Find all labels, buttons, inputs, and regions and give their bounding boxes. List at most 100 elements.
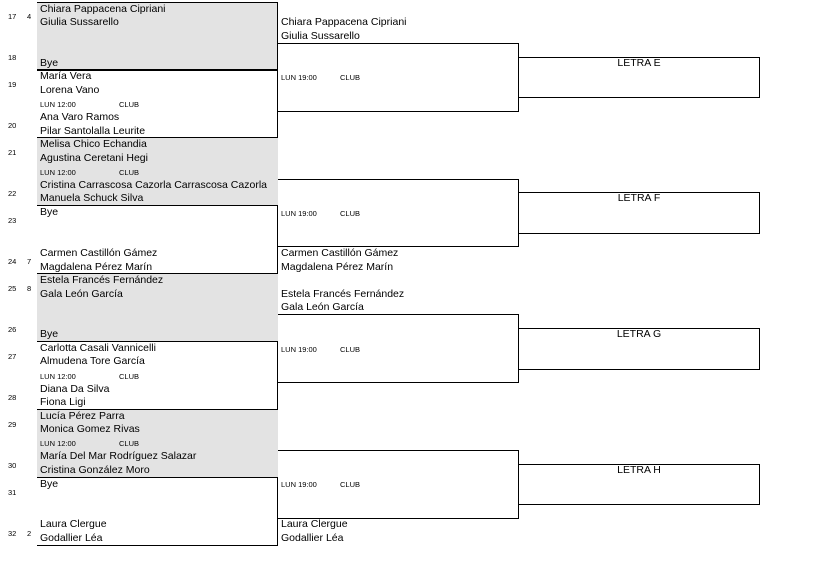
bracket-line [37,341,278,342]
row-number: 29 [8,420,17,429]
shaded-block [37,274,278,341]
next-round-label: LETRA H [617,464,661,476]
bracket-line [37,545,278,546]
row-number: 19 [8,80,17,89]
next-round-label: LETRA F [617,192,661,204]
player-name: Agustina Ceretani Hegi [40,152,148,164]
bracket-line [519,233,760,234]
row-number: 32 [8,529,17,538]
match-time: LUN 12:00 [40,372,76,381]
bracket-line [37,273,278,274]
seed-number: 8 [27,284,32,293]
match-time: LUN 19:00 [281,480,317,489]
row-number: 24 [8,257,17,266]
bracket-line [277,205,278,274]
match-venue: CLUB [119,439,140,448]
match-time: LUN 19:00 [281,209,317,218]
player-name: Chiara Pappacena Cipriani [40,3,166,15]
player-name: Lucía Pérez Parra [40,410,125,422]
bracket-line [519,369,760,370]
seed-number: 4 [27,12,32,21]
match-time: LUN 12:00 [40,168,76,177]
bracket-line [519,97,760,98]
match-time: LUN 12:00 [40,439,76,448]
match-venue: CLUB [119,168,140,177]
bracket-line [277,70,278,138]
player-name: María Del Mar Rodríguez Salazar [40,450,197,462]
bracket-line [519,328,760,329]
player-name: Godallier Léa [40,532,103,544]
match-venue: CLUB [119,372,140,381]
shaded-block [37,410,278,477]
row-number: 18 [8,53,17,62]
player-name: Chiara Pappacena Cipriani [281,16,407,28]
bracket-line [277,477,278,546]
bracket-line [37,70,278,71]
player-name: Giulia Sussarello [40,16,119,28]
row-number: 25 [8,284,17,293]
player-name: Cristina González Moro [40,464,150,476]
match-time: LUN 19:00 [281,345,317,354]
row-number: 21 [8,148,17,157]
player-name: Godallier Léa [281,532,344,544]
row-number: 27 [8,352,17,361]
bracket-line [278,111,519,112]
row-number: 28 [8,393,17,402]
player-name: Melisa Chico Echandia [40,138,147,150]
row-number: 26 [8,325,17,334]
player-name: Gala León García [40,288,123,300]
match-venue: CLUB [340,480,361,489]
bracket-line [759,57,760,98]
bracket-line [519,504,760,505]
bracket-line [759,464,760,505]
shaded-block [37,2,278,69]
row-number: 20 [8,121,17,130]
player-name: María Vera [40,70,92,82]
bracket-line [278,450,519,451]
match-venue: CLUB [340,209,361,218]
bracket-line [278,43,519,44]
match-time: LUN 12:00 [40,100,76,109]
bracket-line [37,2,278,3]
bracket-line [37,477,278,478]
player-name: Giulia Sussarello [281,30,360,42]
player-name: Carmen Castillón Gámez [281,247,399,259]
bracket-line [37,409,278,410]
row-number: 17 [8,12,17,21]
player-name: Gala León García [281,301,364,313]
player-name: Pilar Santolalla Leurite [40,125,146,137]
seed-number: 2 [27,529,32,538]
bracket-line [278,382,519,383]
bracket-line [759,192,760,234]
shaded-block [37,138,278,205]
bracket-line [278,246,519,247]
player-name: Magdalena Pérez Marín [40,261,153,273]
next-round-label: LETRA G [616,328,662,340]
seed-number: 7 [27,257,32,266]
player-name: Carlotta Casali Vannicelli [40,342,156,354]
row-number: 30 [8,461,17,470]
player-name: Magdalena Pérez Marín [281,261,394,273]
player-name: Estela Francés Fernández [281,288,405,300]
row-number: 23 [8,216,17,225]
bracket-line [37,137,278,138]
player-name: Bye [40,57,59,69]
bracket-line [518,450,519,519]
player-name: Monica Gomez Rivas [40,423,140,435]
player-name: Bye [40,328,59,340]
bracket-line [277,2,278,70]
player-name: Laura Clergue [40,518,107,530]
player-name: Bye [40,206,59,218]
player-name: Carmen Castillón Gámez [40,247,158,259]
player-name: Ana Varo Ramos [40,111,120,123]
bracket-line [518,314,519,383]
bracket-line [277,341,278,410]
bracket-line [518,179,519,247]
player-name: Lorena Vano [40,84,100,96]
player-name: Cristina Carrascosa Cazorla Carrascosa C… [40,179,267,191]
bracket-line [519,57,760,58]
bracket-line [519,464,760,465]
match-time: LUN 19:00 [281,73,317,82]
player-name: Laura Clergue [281,518,348,530]
player-name: Bye [40,478,59,490]
